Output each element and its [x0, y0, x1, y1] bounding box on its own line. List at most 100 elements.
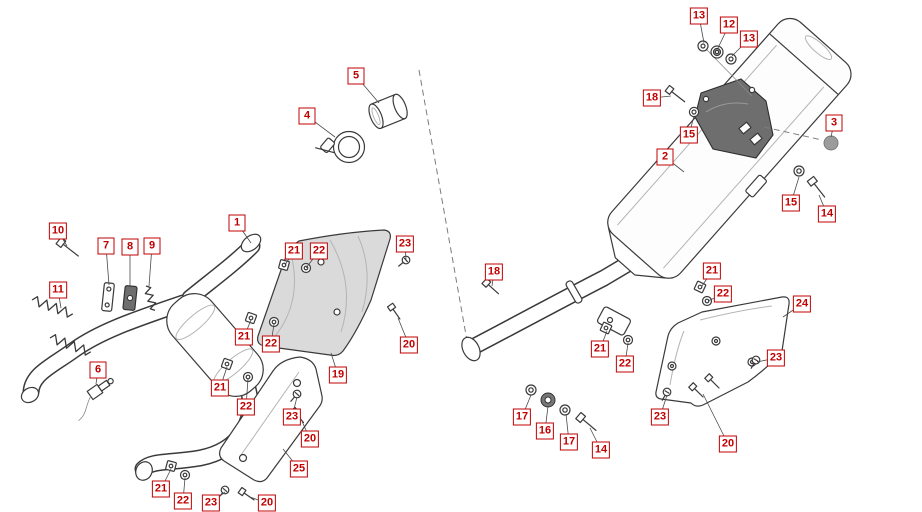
screw [398, 255, 411, 267]
rubber-damper [710, 45, 724, 59]
mid-pipe [461, 248, 645, 362]
callout-label: 15 [784, 196, 798, 209]
callout-label: 14 [820, 207, 834, 220]
damper-washer [697, 40, 709, 52]
callout-23-45[interactable]: 23 [650, 408, 670, 426]
callout-9-15[interactable]: 9 [143, 237, 161, 255]
heat-shield-main [257, 229, 391, 357]
callout-label: 18 [487, 265, 501, 278]
callout-label: 22 [239, 400, 253, 413]
callout-23-34[interactable]: 23 [282, 408, 302, 426]
heat-shield-lower [218, 356, 323, 483]
callout-21-21[interactable]: 21 [234, 328, 254, 346]
callout-15-7[interactable]: 15 [781, 194, 801, 212]
callout-label: 22 [716, 287, 730, 300]
callout-22-27[interactable]: 22 [713, 285, 733, 303]
callout-8-14[interactable]: 8 [121, 238, 139, 256]
callout-13-0[interactable]: 13 [689, 7, 709, 25]
callout-10-12[interactable]: 10 [48, 222, 68, 240]
callout-22-38[interactable]: 22 [173, 492, 193, 510]
callout-21-26[interactable]: 21 [702, 262, 722, 280]
callout-21-18[interactable]: 21 [284, 242, 304, 260]
callout-label: 3 [830, 116, 838, 129]
callout-23-20[interactable]: 23 [395, 235, 415, 253]
callout-22-31[interactable]: 22 [615, 355, 635, 373]
callout-label: 21 [705, 264, 719, 277]
callout-20-46[interactable]: 20 [718, 435, 738, 453]
callout-21-37[interactable]: 21 [151, 480, 171, 498]
callout-label: 7 [102, 239, 110, 252]
callout-label: 21 [237, 330, 251, 343]
callout-3-5[interactable]: 3 [825, 114, 843, 132]
callout-13-2[interactable]: 13 [739, 30, 759, 48]
callout-5-9[interactable]: 5 [347, 67, 365, 85]
callout-20-35[interactable]: 20 [300, 430, 320, 448]
callout-label: 21 [593, 342, 607, 355]
callout-18-25[interactable]: 18 [484, 263, 504, 281]
callout-label: 23 [653, 410, 667, 423]
callout-7-13[interactable]: 7 [97, 237, 115, 255]
callout-label: 15 [682, 128, 696, 141]
callout-label: 22 [618, 357, 632, 370]
washer [622, 334, 634, 346]
screw [218, 485, 230, 498]
screw [704, 373, 720, 389]
callout-17-43[interactable]: 17 [559, 433, 579, 451]
callout-label: 6 [94, 363, 102, 376]
callout-21-32[interactable]: 21 [210, 379, 230, 397]
callout-23-29[interactable]: 23 [766, 349, 786, 367]
callout-label: 14 [594, 443, 608, 456]
callout-label: 12 [722, 18, 736, 31]
callout-14-44[interactable]: 14 [591, 441, 611, 459]
callout-label: 1 [233, 216, 241, 229]
screw [237, 486, 255, 501]
callout-label: 20 [402, 338, 416, 351]
callout-12-1[interactable]: 12 [719, 16, 739, 34]
callout-label: 23 [204, 496, 218, 509]
callout-20-40[interactable]: 20 [257, 494, 277, 512]
pipe-sleeve [368, 93, 408, 130]
callout-label: 10 [51, 224, 65, 237]
callout-25-36[interactable]: 25 [289, 460, 309, 478]
callout-22-19[interactable]: 22 [309, 242, 329, 260]
callout-15-4[interactable]: 15 [679, 126, 699, 144]
callout-16-42[interactable]: 16 [535, 422, 555, 440]
washer [242, 371, 254, 383]
callout-19-23[interactable]: 19 [328, 366, 348, 384]
callout-label: 9 [148, 239, 156, 252]
callout-11-16[interactable]: 11 [49, 281, 67, 299]
bolt [575, 411, 597, 431]
callout-label: 21 [213, 381, 227, 394]
callout-label: 4 [303, 109, 311, 122]
construction-line [418, 69, 470, 353]
callout-label: 23 [398, 237, 412, 250]
callout-18-3[interactable]: 18 [642, 89, 662, 107]
callout-17-41[interactable]: 17 [512, 408, 532, 426]
screw [290, 389, 302, 402]
callout-label: 11 [52, 283, 64, 296]
callout-label: 13 [742, 32, 756, 45]
washer [688, 106, 700, 118]
callout-14-8[interactable]: 14 [817, 205, 837, 223]
callout-label: 23 [285, 410, 299, 423]
callout-24-28[interactable]: 24 [792, 295, 812, 313]
exhaust-clamp [315, 130, 366, 164]
screw [386, 302, 401, 320]
screw [661, 387, 672, 401]
square-nut [599, 321, 613, 335]
callout-21-30[interactable]: 21 [590, 340, 610, 358]
square-nut [220, 357, 234, 371]
callout-6-17[interactable]: 6 [89, 361, 107, 379]
callout-2-6[interactable]: 2 [656, 148, 674, 166]
exhaust-spring [144, 285, 157, 312]
rubber-grommet [540, 392, 556, 408]
callout-23-39[interactable]: 23 [201, 494, 221, 512]
callout-4-10[interactable]: 4 [298, 107, 316, 125]
callout-1-11[interactable]: 1 [228, 214, 246, 232]
callout-20-24[interactable]: 20 [399, 336, 419, 354]
callout-22-33[interactable]: 22 [236, 398, 256, 416]
exhaust-spring [31, 296, 74, 318]
callout-22-22[interactable]: 22 [261, 335, 281, 353]
